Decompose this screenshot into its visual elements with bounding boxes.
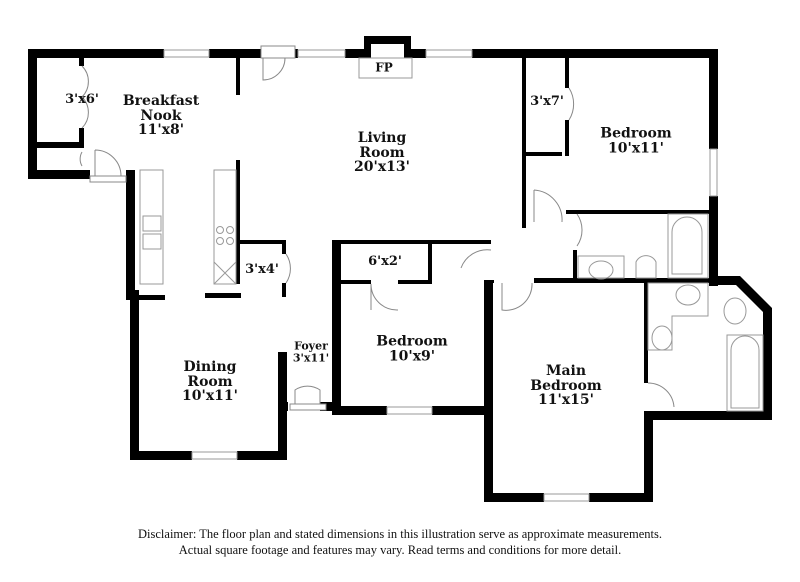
- interior-walls: [130, 58, 718, 383]
- room-dims: 11'x8': [137, 122, 185, 139]
- room-foyer: Foyer 3'x11': [293, 340, 329, 363]
- room-breakfast-nook: Breakfast Nook 11'x8': [123, 94, 199, 138]
- room-bedroom-center: Bedroom 10'x9': [376, 334, 447, 363]
- closet-bedroom-center-label: 6'x2': [368, 254, 402, 270]
- doors: [79, 45, 675, 411]
- closet-nook-label: 3'x6': [65, 92, 99, 108]
- room-name: Dining: [183, 358, 237, 375]
- closet-pantry-label: 3'x4': [245, 262, 279, 278]
- room-living-room: Living Room 20'x13': [354, 131, 410, 175]
- fixtures: [139, 57, 764, 412]
- room-dims: 10'x11': [182, 388, 238, 405]
- room-name: Room: [187, 373, 233, 390]
- room-dims: 10'x11': [608, 140, 664, 156]
- room-name: Room: [359, 144, 405, 161]
- room-name: Nook: [140, 107, 182, 124]
- room-name: Breakfast: [122, 92, 200, 109]
- room-dims: 11'x15': [538, 392, 594, 409]
- room-name: Bedroom: [376, 333, 448, 350]
- room-name: Bedroom: [600, 125, 672, 142]
- disclaimer-line-2: Actual square footage and features may v…: [178, 543, 622, 557]
- exterior-walls: [28, 36, 772, 502]
- room-name: Living: [357, 129, 407, 146]
- room-dims: 3'x11': [292, 351, 330, 364]
- disclaimer-line-1: Disclaimer: The floor plan and stated di…: [138, 527, 662, 541]
- fireplace-label: FP: [375, 60, 393, 75]
- room-bedroom-ne: Bedroom 10'x11': [600, 126, 671, 155]
- room-dims: 10'x9': [388, 348, 436, 364]
- windows: [163, 49, 718, 502]
- room-name: Main: [545, 362, 587, 379]
- room-name: Bedroom: [530, 377, 602, 394]
- room-dining-room: Dining Room 10'x11': [182, 360, 238, 404]
- room-dims: 20'x13': [354, 159, 410, 176]
- closet-bedroom-ne-label: 3'x7': [530, 94, 564, 110]
- room-main-bedroom: Main Bedroom 11'x15': [530, 364, 601, 408]
- room-name: Foyer: [294, 339, 328, 353]
